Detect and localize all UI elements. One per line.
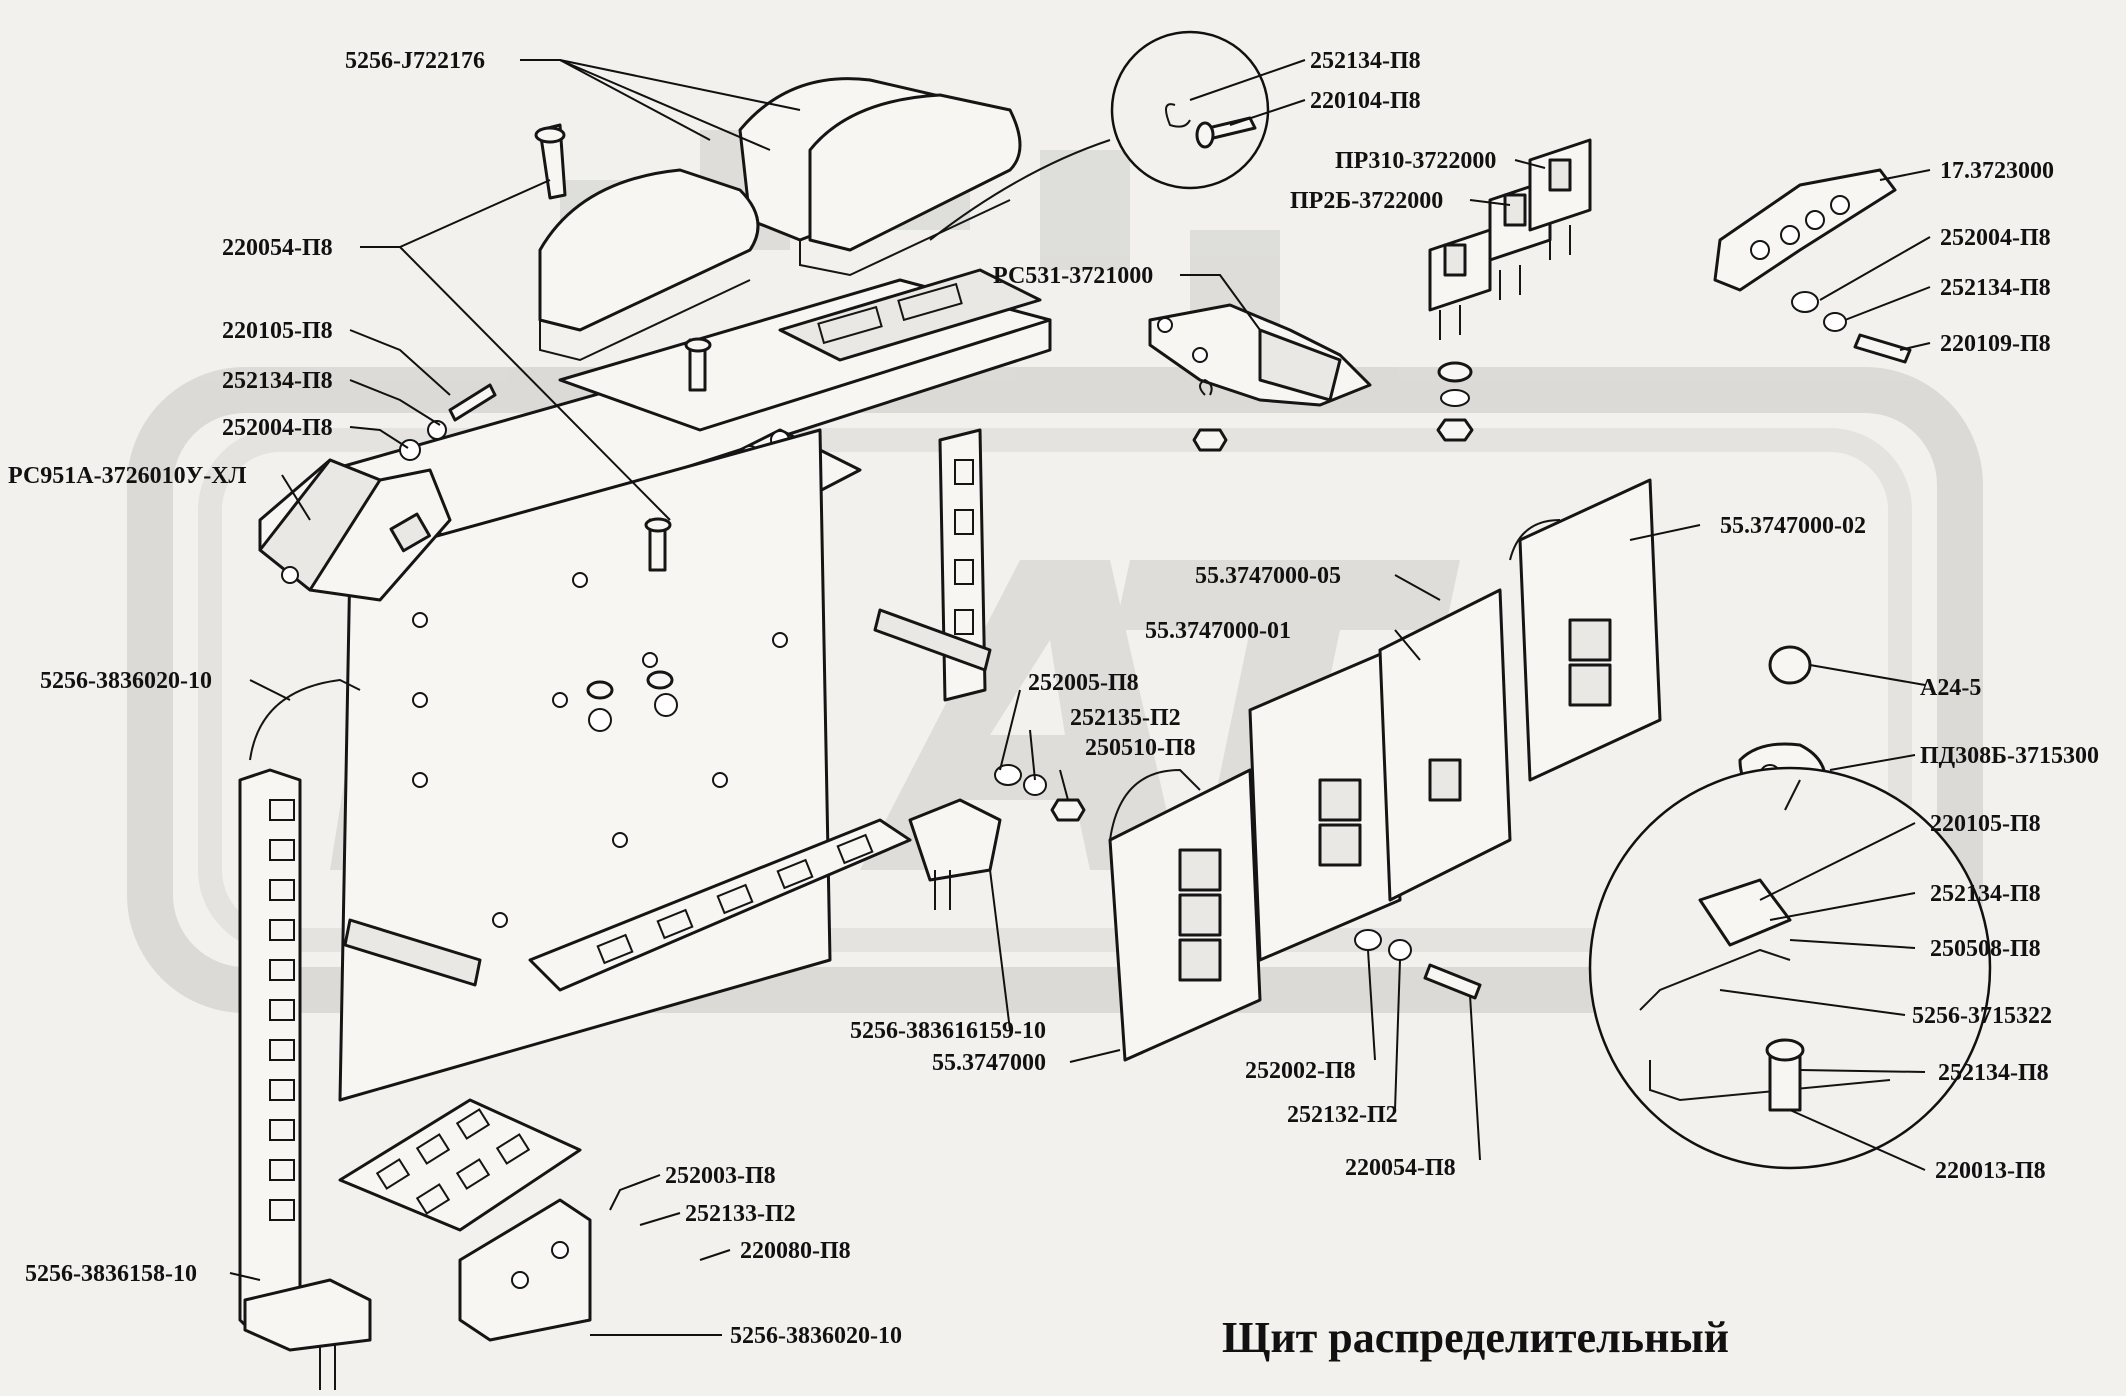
label-250510-p8: 250510-П8 xyxy=(1085,735,1196,761)
label-5256-j722176: 5256-J722176 xyxy=(345,48,485,74)
label-pr310: ПР310-3722000 xyxy=(1335,148,1496,174)
label-252002-p8: 252002-П8 xyxy=(1245,1058,1356,1084)
left-rail-slots xyxy=(269,799,295,1221)
capacitors xyxy=(538,77,1022,362)
label-5256-3715322: 5256-3715322 xyxy=(1912,1003,2052,1029)
label-rs951a: РС951А-3726010У-ХЛ xyxy=(8,463,247,489)
label-a24-5: А24-5 xyxy=(1920,675,1981,701)
detail-circle-top xyxy=(929,30,1270,241)
label-rs531: РС531-3721000 xyxy=(993,263,1153,289)
fuse-holders xyxy=(1428,138,1592,442)
left-fasteners xyxy=(399,123,712,732)
label-220054-p8-b: 220054-П8 xyxy=(1345,1155,1456,1181)
label-252134-p8-c: 252134-П8 xyxy=(1930,881,2041,907)
label-252004-p8-b: 252004-П8 xyxy=(1940,225,2051,251)
label-252134-p8-top: 252134-П8 xyxy=(1310,48,1421,74)
label-220080-p8: 220080-П8 xyxy=(740,1238,851,1264)
label-252133-p2: 252133-П2 xyxy=(685,1201,796,1227)
label-252135-p2: 252135-П2 xyxy=(1070,705,1181,731)
switch-rs531 xyxy=(1148,303,1372,452)
label-252134-p8-b: 252134-П8 xyxy=(1940,275,2051,301)
label-5256-3836020-10-b: 5256-3836020-10 xyxy=(730,1323,902,1349)
label-220109-p8: 220109-П8 xyxy=(1940,331,2051,357)
label-252005-p8: 252005-П8 xyxy=(1028,670,1139,696)
label-5256-3836158-10: 5256-3836158-10 xyxy=(25,1261,197,1287)
fuse-blocks xyxy=(994,478,1662,1062)
relay-rs951a xyxy=(258,458,452,602)
label-252003-p8: 252003-П8 xyxy=(665,1163,776,1189)
leader-lines xyxy=(229,59,1931,1336)
label-17-3723000: 17.3723000 xyxy=(1940,158,2054,184)
label-pr2b: ПР2Б-3722000 xyxy=(1290,188,1443,214)
label-220105-p8: 220105-П8 xyxy=(222,318,333,344)
detail-circle-bottom xyxy=(1588,766,1992,1170)
label-55-3747000-01: 55.3747000-01 xyxy=(1145,618,1291,644)
diagram-title: Щит распределительный xyxy=(1222,1313,1729,1362)
label-220054-p8: 220054-П8 xyxy=(222,235,333,261)
label-220013-p8: 220013-П8 xyxy=(1935,1158,2046,1184)
label-55-3747000-05: 55.3747000-05 xyxy=(1195,563,1341,589)
label-220104-p8: 220104-П8 xyxy=(1310,88,1421,114)
label-250508-p8: 250508-П8 xyxy=(1930,936,2041,962)
label-55-3747000-02: 55.3747000-02 xyxy=(1720,513,1866,539)
part-labels: 5256-J722176 220054-П8 220105-П8 252134-… xyxy=(8,48,2099,1349)
label-pd308b: ПД308Б-3715300 xyxy=(1920,743,2099,769)
label-252134-p8: 252134-П8 xyxy=(222,368,333,394)
label-252134-p8-d: 252134-П8 xyxy=(1938,1060,2049,1086)
label-55-3747000: 55.3747000 xyxy=(932,1050,1046,1076)
label-5256-3836020-10: 5256-3836020-10 xyxy=(40,668,212,694)
terminal-block xyxy=(1713,168,1912,364)
label-220105-p8-b: 220105-П8 xyxy=(1930,811,2041,837)
label-252004-p8: 252004-П8 xyxy=(222,415,333,441)
label-252132-p2: 252132-П2 xyxy=(1287,1102,1398,1128)
main-frame xyxy=(238,268,1052,1390)
label-5256-383616159-10: 5256-383616159-10 xyxy=(850,1018,1046,1044)
